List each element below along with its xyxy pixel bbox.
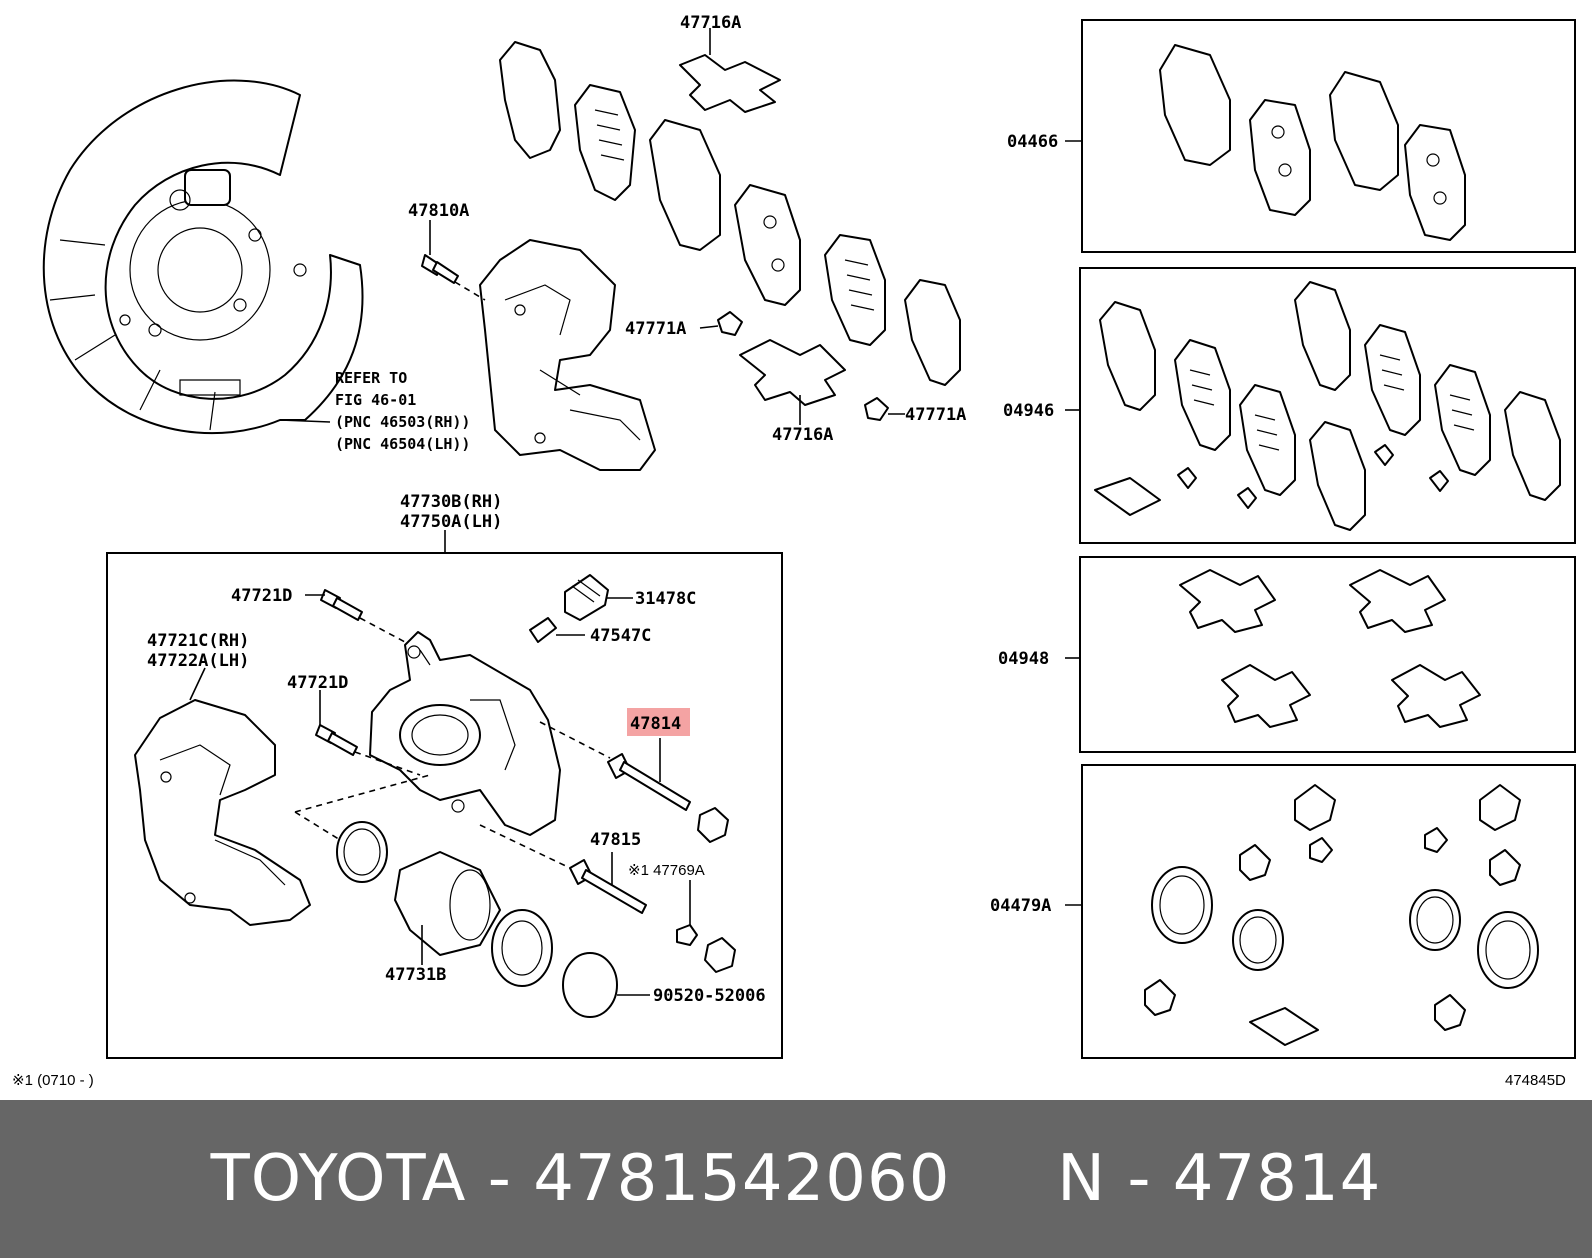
label-47730b: 47730B(RH) xyxy=(400,492,502,512)
bleeder-47547c-illustration xyxy=(529,617,585,643)
label-47716a-mid: 47716A xyxy=(772,425,833,445)
part-info-bar: TOYOTA - 4781542060 N - 47814 xyxy=(0,1100,1592,1258)
label-47810a: 47810A xyxy=(408,201,469,221)
label-47722a: 47722A(LH) xyxy=(147,651,249,671)
label-47769a: ※1 47769A xyxy=(628,862,705,879)
bushing-47769a-illustration xyxy=(676,880,736,973)
clip-right-illustration xyxy=(864,397,905,421)
diagram-code: 474845D xyxy=(1505,1072,1566,1089)
footnote: ※1 (0710 - ) xyxy=(12,1072,94,1089)
guide-pin-47815-illustration xyxy=(479,824,647,914)
label-47716a-top: 47716A xyxy=(680,13,741,33)
parts-diagram: REFER TO FIG 46-01 (PNC 46503(RH)) (PNC … xyxy=(12,13,1576,1089)
kit-04479a-frame xyxy=(1081,764,1576,1059)
reference-number: 47814 xyxy=(1172,1142,1382,1216)
highlight-47814 xyxy=(627,708,690,736)
guide-pin-47814-illustration xyxy=(539,708,729,843)
clip-left-illustration xyxy=(699,311,743,336)
label-04466: 04466 xyxy=(1007,132,1058,152)
label-04946: 04946 xyxy=(1003,401,1054,421)
label-47771a-left: 47771A xyxy=(625,319,686,339)
label-47721d-top: 47721D xyxy=(231,586,292,606)
refer-line-3: (PNC 46503(RH)) xyxy=(335,413,470,431)
o-ring-90520-illustration xyxy=(562,952,650,1018)
dust-shield-illustration xyxy=(42,79,364,435)
boot-31478c-illustration xyxy=(564,574,633,621)
kit-04479a-seals-illustration xyxy=(1144,784,1539,1046)
part-number: 4781542060 xyxy=(533,1142,951,1216)
label-47750a: 47750A(LH) xyxy=(400,512,502,532)
refer-line-4: (PNC 46504(LH)) xyxy=(335,435,470,453)
separator-2: - xyxy=(1106,1142,1173,1216)
label-90520-52006: 90520-52006 xyxy=(653,986,766,1006)
refer-line-1: REFER TO xyxy=(335,369,407,387)
label-47815: 47815 xyxy=(590,830,641,850)
label-04948: 04948 xyxy=(998,649,1049,669)
bolt-47721d-mid-illustration xyxy=(315,690,421,776)
bolt-47721d-top-illustration xyxy=(305,589,421,651)
piston-47731b-illustration xyxy=(394,851,501,965)
piston-boot-illustration xyxy=(491,909,553,987)
label-47721d-mid: 47721D xyxy=(287,673,348,693)
kit-04946-pads-illustration xyxy=(1094,281,1561,531)
label-47721c: 47721C(RH) xyxy=(147,631,249,651)
kit-04466-pads-illustration xyxy=(1159,44,1466,241)
refer-line-2: FIG 46-01 xyxy=(335,391,416,409)
caliper-bracket-illustration xyxy=(479,239,656,471)
label-47731b: 47731B xyxy=(385,965,446,985)
label-47814: 47814 xyxy=(630,714,681,734)
brake-pads-top-illustration xyxy=(499,41,961,386)
bolt-47810a-illustration xyxy=(421,220,486,301)
reference-prefix: N xyxy=(1057,1142,1107,1216)
shim-mid-illustration xyxy=(739,339,846,425)
label-31478c: 31478C xyxy=(635,589,696,609)
label-47771a-right: 47771A xyxy=(905,405,966,425)
kit-04948-shims-illustration xyxy=(1179,569,1481,728)
label-04479a: 04479A xyxy=(990,896,1051,916)
kit-04948-frame xyxy=(1079,556,1576,753)
mounting-bracket-47721c-illustration xyxy=(134,667,311,926)
spacer xyxy=(950,1142,1057,1216)
shim-top-illustration xyxy=(679,28,781,113)
separator: - xyxy=(466,1142,534,1216)
caliper-body-illustration xyxy=(369,631,561,836)
piston-seal-illustration xyxy=(294,774,431,883)
kit-04466-frame xyxy=(1081,19,1576,253)
brand-name: TOYOTA xyxy=(210,1142,467,1216)
kit-04946-frame xyxy=(1079,267,1576,544)
label-47547c: 47547C xyxy=(590,626,651,646)
